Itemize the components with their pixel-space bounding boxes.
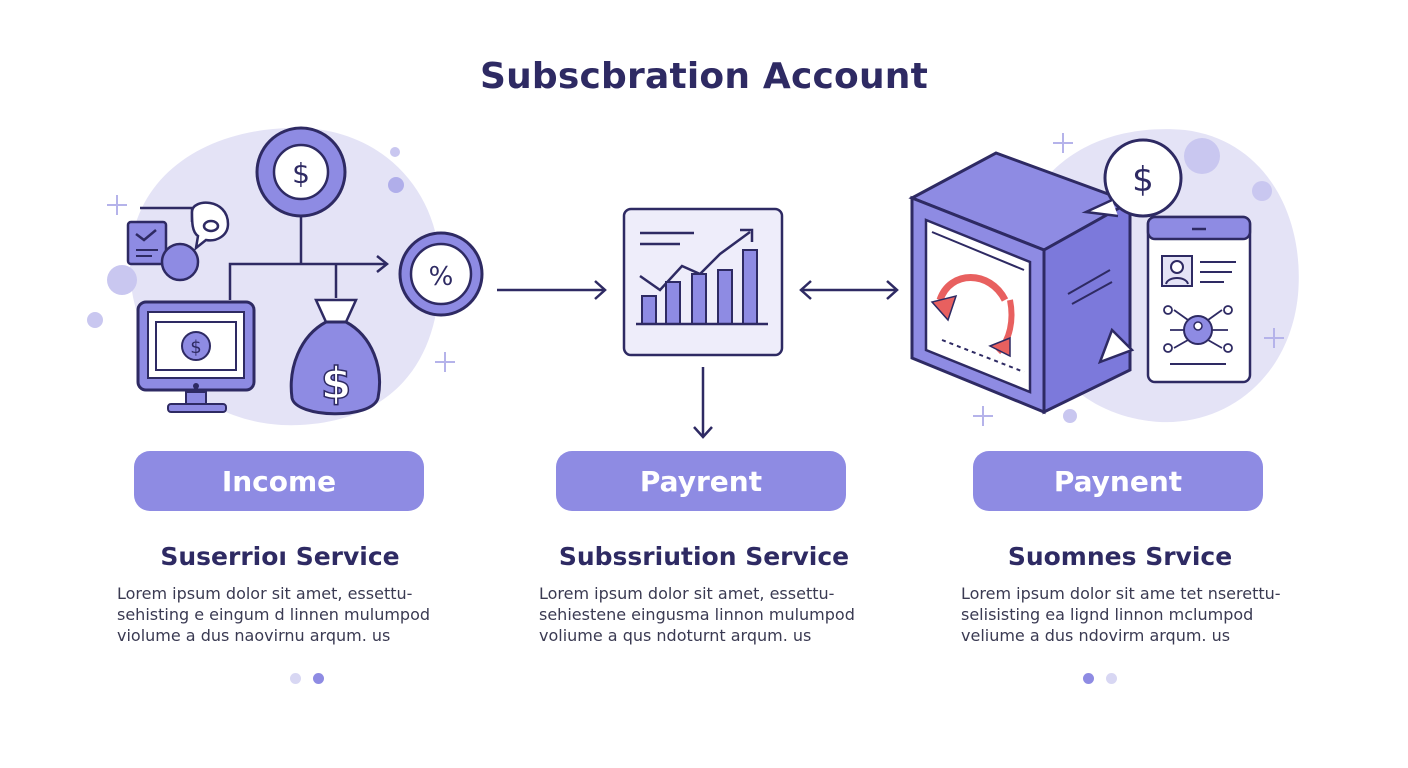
column-body-right: Lorem ipsum dolor sit ame tet nserettu- … bbox=[961, 584, 1281, 645]
percent-coin-icon: % bbox=[398, 231, 484, 317]
column-heading-right: Suomnes Srvice bbox=[1007, 542, 1233, 571]
growth-chart-card bbox=[622, 207, 784, 357]
column-heading-left: Suserrioı Service bbox=[160, 542, 400, 571]
pagination-dot-active[interactable] bbox=[1083, 673, 1094, 684]
decorative-dots bbox=[87, 138, 1272, 423]
dollar-bubble-icon: $ bbox=[1081, 138, 1183, 218]
page-title: Subscbration Account bbox=[479, 56, 929, 97]
column-heading-middle: Subssriution Service bbox=[558, 542, 850, 571]
pagination-dot-active[interactable] bbox=[313, 673, 324, 684]
svg-text:$: $ bbox=[292, 157, 310, 190]
payment-pill[interactable]: Payrent bbox=[556, 451, 846, 511]
pagination-dot[interactable] bbox=[1106, 673, 1117, 684]
chat-document-icon bbox=[126, 201, 230, 282]
left-connectors bbox=[228, 216, 390, 300]
decorative-sparkles bbox=[107, 133, 1284, 426]
money-bag-icon: $ bbox=[289, 298, 381, 416]
svg-text:$: $ bbox=[321, 358, 352, 409]
income-pill[interactable]: Income bbox=[134, 451, 424, 511]
column-body-left: Lorem ipsum dolor sit amet, essettu- seh… bbox=[117, 584, 431, 645]
profile-card-icon bbox=[1146, 215, 1252, 384]
svg-text:$: $ bbox=[190, 337, 201, 358]
payment-pill-right[interactable]: Paynent bbox=[973, 451, 1263, 511]
column-body-middle: Lorem ipsum dolor sit amet, essettu- seh… bbox=[539, 584, 855, 645]
subscription-box-icon bbox=[908, 151, 1135, 415]
svg-text:$: $ bbox=[1132, 160, 1154, 200]
monitor-money-icon: $ bbox=[136, 300, 256, 413]
flow-arrows bbox=[497, 280, 899, 439]
svg-text:%: % bbox=[429, 262, 454, 292]
dollar-coin-icon: $ bbox=[255, 126, 347, 218]
pagination-dot[interactable] bbox=[290, 673, 301, 684]
